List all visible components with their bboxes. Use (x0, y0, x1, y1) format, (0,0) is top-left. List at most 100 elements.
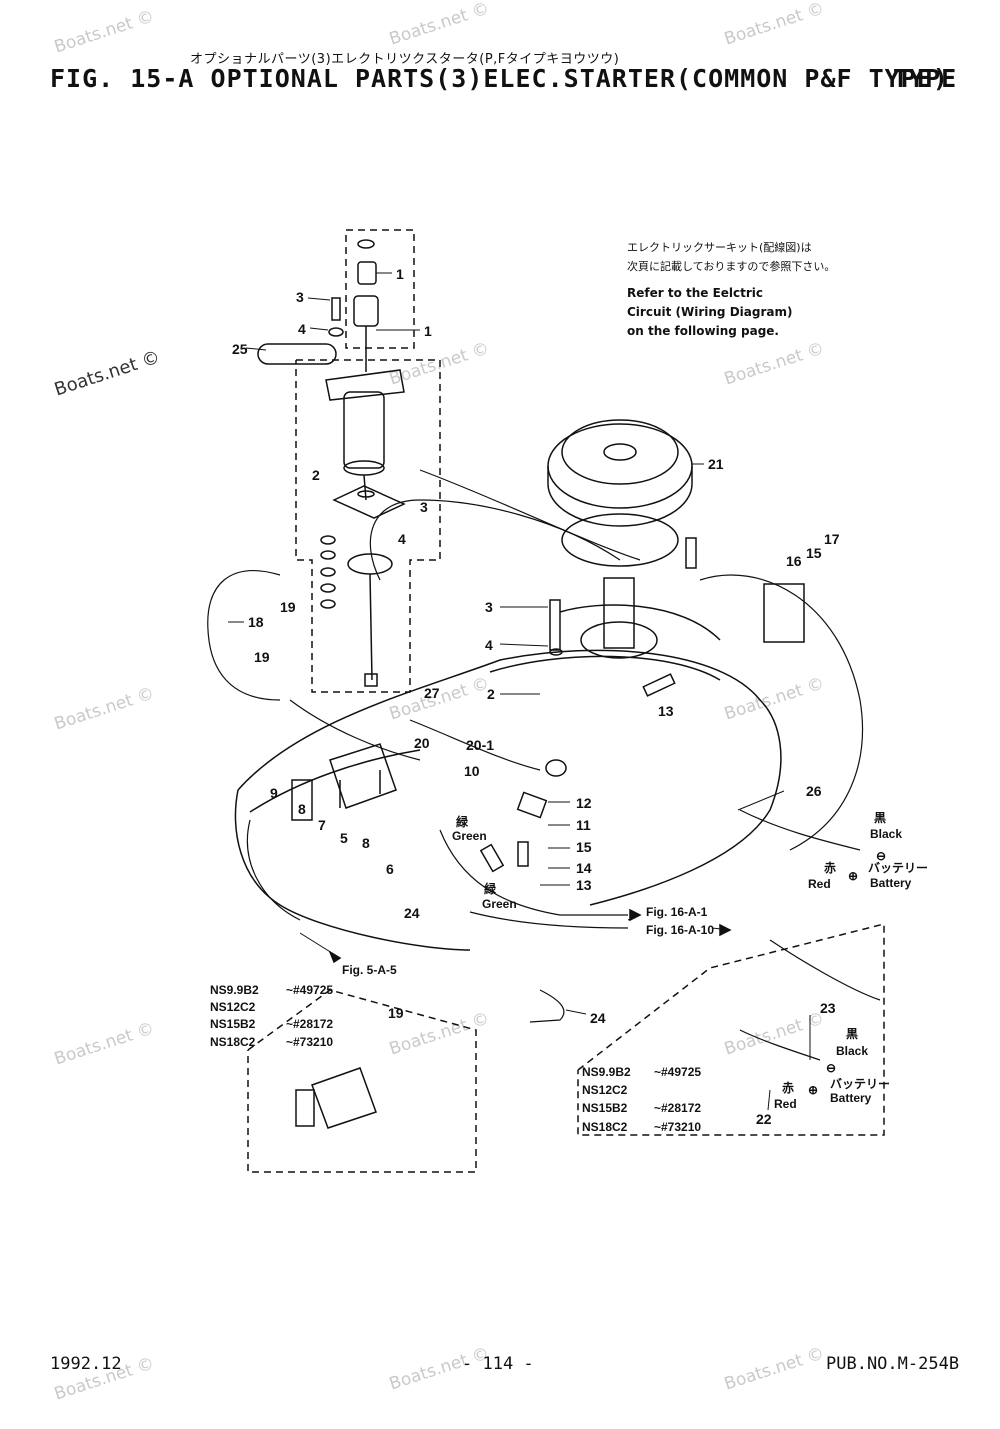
figure-references: Fig. 16-A-1 Fig. 16-A-10 Fig. 5-A-5 (342, 905, 714, 977)
figure-title: FIG. 15-A OPTIONAL PARTS(3)ELEC.STARTER(… (50, 64, 949, 93)
callout-label: 6 (386, 861, 394, 877)
wire-label-green: Green (452, 829, 487, 843)
callout-label: 2 (487, 686, 495, 702)
callout-label: 15 (576, 839, 592, 855)
callout-label: 8 (298, 801, 306, 817)
small-parts-drawing (479, 537, 697, 873)
leader-lines (228, 272, 811, 1111)
minus-symbol: ⊖ (876, 849, 886, 863)
callout-label: 20-1 (466, 737, 494, 753)
callout-label: 5 (340, 830, 348, 846)
model-name: NS12C2 (210, 1000, 256, 1014)
callout-label: 4 (398, 531, 406, 547)
callout-label: 14 (576, 860, 592, 876)
wire-label-battery: Battery (830, 1091, 872, 1105)
model-name: NS15B2 (210, 1017, 256, 1031)
callout-label: 13 (576, 877, 592, 893)
model-range: ~#28172 (654, 1101, 701, 1115)
callout-label: 15 (806, 545, 822, 561)
model-name: NS9.9B2 (210, 983, 259, 997)
callout-label: 9 (270, 785, 278, 801)
wire-label-jp: 赤 (782, 1080, 794, 1095)
note-jp-line1: エレクトリックサーキット(配線図)は (627, 241, 812, 254)
callout-label: 22 (756, 1111, 772, 1127)
callout-label: 19 (254, 649, 270, 665)
model-name: NS15B2 (582, 1101, 628, 1115)
callout-label: 16 (786, 553, 802, 569)
wire-label-green: Green (482, 897, 517, 911)
callout-label: 8 (362, 835, 370, 851)
wire-color-labels: 緑 Green 緑 Green 黒 Black ⊖ 赤 Red ⊕ バッテリー … (452, 811, 928, 1111)
callout-label: 24 (590, 1010, 606, 1026)
type-label: TYPE (893, 64, 958, 93)
callout-label: 3 (296, 289, 304, 305)
fig-ref-16-a-10: Fig. 16-A-10 (646, 923, 714, 937)
wire-label-jp: 緑 (456, 814, 469, 829)
wire-label-jp: 黒 (846, 1027, 858, 1041)
callout-label: 20 (414, 735, 430, 751)
starter-relay-drawing (291, 743, 397, 1129)
wire-label-battery: Battery (870, 876, 912, 890)
rectifier-drawing (763, 583, 805, 643)
callout-label: 7 (318, 817, 326, 833)
model-name: NS18C2 (210, 1035, 256, 1049)
callout-label: 23 (820, 1000, 836, 1016)
callout-label: 4 (485, 637, 493, 653)
callout-label: 10 (464, 763, 480, 779)
model-range: ~#28172 (286, 1017, 333, 1031)
starter-motor-drawing (257, 239, 406, 687)
wire-harness-drawing (207, 469, 881, 1061)
callout-label: 3 (485, 599, 493, 615)
model-range: ~#49725 (286, 983, 333, 997)
wire-label-jp: 赤 (824, 860, 836, 875)
callout-label: 24 (404, 905, 420, 921)
wire-label-jp: バッテリー (868, 861, 928, 875)
model-list-left: NS9.9B2 ~#49725 NS12C2 NS15B2 ~#28172 NS… (210, 983, 333, 1049)
wire-label-black: Black (836, 1044, 868, 1058)
note-en-line2: Circuit (Wiring Diagram) (627, 305, 793, 319)
callout-label: 19 (388, 1005, 404, 1021)
callout-label: 21 (708, 456, 724, 472)
minus-symbol: ⊖ (826, 1061, 836, 1075)
note-jp-line2: 次頁に記載しておりますので参照下さい。 (627, 260, 836, 273)
note-en-line3: on the following page. (627, 324, 779, 338)
flywheel-drawing (547, 419, 693, 659)
callout-numbers: 1 1 3 4 25 2 3 4 18 19 19 21 16 15 17 3 … (232, 266, 840, 1127)
subtitle-japanese: オプショナルパーツ(3)エレクトリツクスタータ(P,Fタイプキヨウツウ) (190, 52, 620, 67)
model-name: NS18C2 (582, 1120, 628, 1134)
callout-label: 11 (576, 817, 591, 833)
callout-label: 13 (658, 703, 674, 719)
callout-label: 3 (420, 499, 428, 515)
model-range: ~#73210 (654, 1120, 701, 1134)
callout-label: 19 (280, 599, 296, 615)
wire-label-jp: 黒 (874, 811, 886, 825)
wire-label-black: Black (870, 827, 902, 841)
fig-ref-5-a-5: Fig. 5-A-5 (342, 963, 397, 977)
plus-symbol: ⊕ (808, 1083, 818, 1097)
callout-label: 4 (298, 321, 306, 337)
callout-label: 2 (312, 467, 320, 483)
callout-label: 18 (248, 614, 264, 630)
callout-label: 17 (824, 531, 840, 547)
model-name: NS9.9B2 (582, 1065, 631, 1079)
model-range: ~#49725 (654, 1065, 701, 1079)
callout-label: 25 (232, 341, 248, 357)
model-name: NS12C2 (582, 1083, 628, 1097)
wire-label-jp: 緑 (484, 881, 497, 896)
footer-date: 1992.12 (50, 1354, 122, 1374)
callout-label: 1 (424, 323, 432, 339)
callout-label: 26 (806, 783, 822, 799)
wire-label-jp: バッテリー (830, 1077, 890, 1091)
callout-label: 12 (576, 795, 592, 811)
model-range: ~#73210 (286, 1035, 333, 1049)
bottom-cowl-drawing (234, 604, 782, 951)
wire-label-red: Red (808, 877, 831, 891)
model-list-right: NS9.9B2 ~#49725 NS12C2 NS15B2 ~#28172 NS… (582, 1065, 701, 1134)
callout-label: 1 (396, 266, 404, 282)
callout-label: 27 (424, 685, 440, 701)
wire-label-red: Red (774, 1097, 797, 1111)
footer-publication-number: PUB.NO.M-254B (826, 1354, 960, 1374)
note-en-line1: Refer to the Eelctric (627, 286, 764, 300)
